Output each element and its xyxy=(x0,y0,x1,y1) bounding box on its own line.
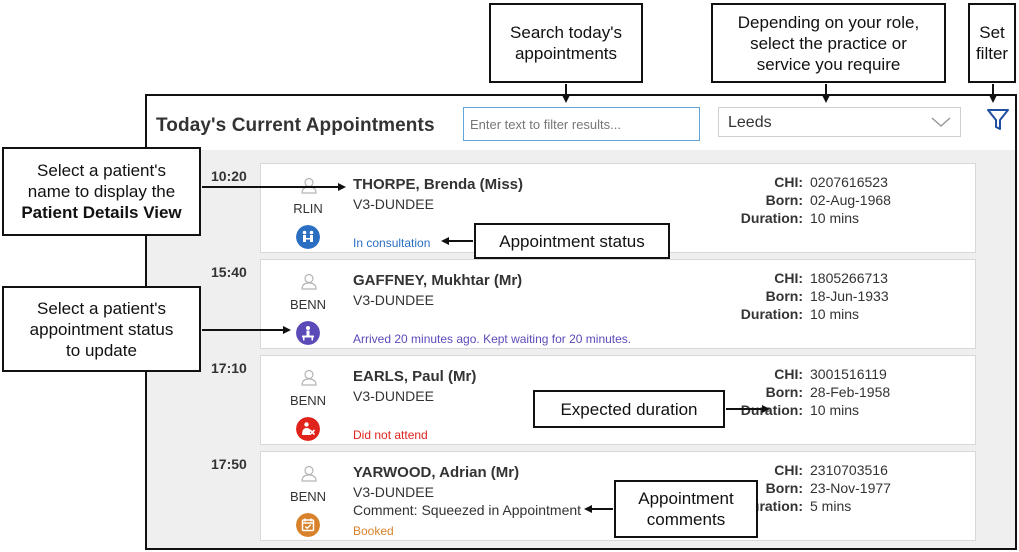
panel-header: Today's Current Appointments Leeds xyxy=(147,96,1015,150)
person-outline-icon xyxy=(301,177,317,194)
duration-value: 10 mins xyxy=(810,402,860,418)
appointment-card[interactable]: BENN EARLS, Paul (Mr) V3-DUNDEE Did not … xyxy=(260,355,976,445)
appointment-status-text[interactable]: Arrived 20 minutes ago. Kept waiting for… xyxy=(353,332,632,346)
duration-value: 10 mins xyxy=(810,306,860,322)
practice-code: V3-DUNDEE xyxy=(353,388,434,404)
callout-practice-select: Depending on your role, select the pract… xyxy=(711,3,946,83)
person-outline-icon xyxy=(301,465,317,482)
person-outline-icon xyxy=(301,369,317,386)
page-title: Today's Current Appointments xyxy=(156,115,435,136)
appointment-time: 17:10 xyxy=(211,360,247,376)
appointments-panel: Today's Current Appointments Leeds 10:20… xyxy=(145,94,1017,550)
callout-patient-name: Select a patient's name to display the P… xyxy=(2,147,201,236)
callout-status-update: Select a patient's appointment status to… xyxy=(2,286,201,372)
appointment-status-text[interactable]: Booked xyxy=(353,524,394,538)
practice-code: V3-DUNDEE xyxy=(353,484,434,500)
born-value: 02-Aug-1968 xyxy=(810,192,891,208)
practice-select[interactable]: Leeds xyxy=(718,107,961,137)
practice-code: V3-DUNDEE xyxy=(353,292,434,308)
duration-value: 10 mins xyxy=(810,210,860,226)
consultation-icon[interactable] xyxy=(296,225,320,249)
appointment-status-text[interactable]: Did not attend xyxy=(353,428,428,442)
chi-value: 2310703516 xyxy=(810,462,888,478)
clinician-code: RLIN xyxy=(293,201,323,216)
born-value: 28-Feb-1958 xyxy=(810,384,891,400)
search-input[interactable] xyxy=(463,107,700,141)
patient-name-link[interactable]: GAFFNEY, Mukhtar (Mr) xyxy=(353,272,523,289)
callout-appointment-status: Appointment status xyxy=(474,223,670,259)
patient-name-link[interactable]: THORPE, Brenda (Miss) xyxy=(353,176,524,193)
callout-search: Search today's appointments xyxy=(489,3,643,83)
born-value: 18-Jun-1933 xyxy=(810,288,889,304)
callout-appointment-comments: Appointment comments xyxy=(614,480,758,538)
appointment-list: 10:20 RLIN THORPE, Brenda (Miss) V3-DUND… xyxy=(147,150,1015,548)
callout-expected-duration: Expected duration xyxy=(533,390,725,428)
appointment-comment: Comment: Squeezed in Appointment xyxy=(353,502,582,518)
appointment-time: 15:40 xyxy=(211,264,247,280)
chi-value: 1805266713 xyxy=(810,270,888,286)
callout-set-filter: Set filter xyxy=(968,3,1016,83)
did-not-attend-icon[interactable] xyxy=(296,417,320,441)
born-value: 23-Nov-1977 xyxy=(810,480,891,496)
clinician-code: BENN xyxy=(289,489,327,504)
calendar-booked-icon[interactable] xyxy=(296,513,320,537)
chevron-down-icon xyxy=(931,117,951,128)
appointment-time: 10:20 xyxy=(211,168,247,184)
chi-value: 3001516119 xyxy=(810,366,887,382)
clinician-code: BENN xyxy=(289,393,327,408)
patient-name-link[interactable]: YARWOOD, Adrian (Mr) xyxy=(353,464,520,481)
practice-select-value: Leeds xyxy=(728,114,772,131)
appointment-card[interactable]: BENN GAFFNEY, Mukhtar (Mr) V3-DUNDEE Arr… xyxy=(260,259,976,349)
chi-value: 0207616523 xyxy=(810,174,888,190)
appointment-time: 17:50 xyxy=(211,456,247,472)
appointment-status-text[interactable]: In consultation xyxy=(353,236,431,250)
person-outline-icon xyxy=(301,273,317,290)
practice-code: V3-DUNDEE xyxy=(353,196,434,212)
patient-name-link[interactable]: EARLS, Paul (Mr) xyxy=(353,368,477,385)
waiting-room-icon[interactable] xyxy=(296,321,320,345)
duration-value: 5 mins xyxy=(810,498,852,514)
filter-icon[interactable] xyxy=(985,106,1011,132)
clinician-code: BENN xyxy=(289,297,327,312)
